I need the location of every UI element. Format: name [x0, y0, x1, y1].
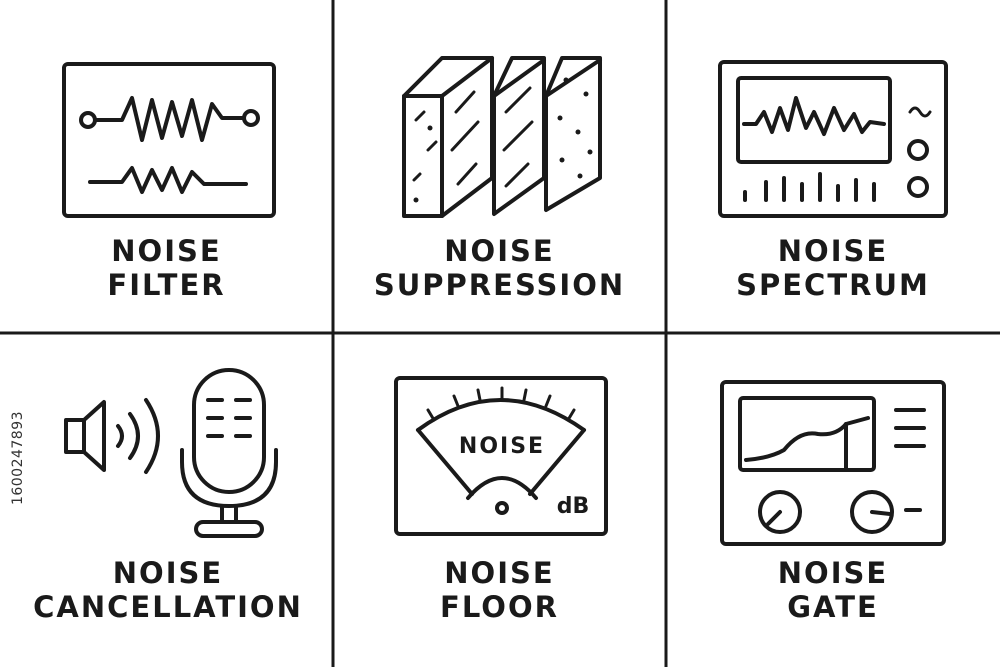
filter-waveform-icon	[62, 62, 276, 218]
microphone-speaker-icon	[64, 368, 278, 538]
caption-line-1: NOISE	[777, 234, 889, 268]
caption-line-2: GATE	[787, 590, 879, 624]
caption-line-2: FILTER	[107, 268, 226, 302]
gate-device-icon	[720, 380, 946, 546]
caption-line-2: CANCELLATION	[33, 590, 303, 624]
caption-line-1: NOISE	[444, 556, 555, 590]
db-meter-icon	[394, 376, 608, 536]
caption-line-1: NOISE	[777, 556, 889, 590]
tile-caption-cancellation: NOISE CANCELLATION	[18, 556, 318, 624]
stock-id-label: 1600247893	[6, 333, 30, 583]
caption-line-1: NOISE	[444, 234, 555, 268]
tile-caption-suppression: NOISE SUPPRESSION	[343, 234, 656, 302]
spectrum-analyzer-icon	[718, 60, 948, 218]
caption-line-2: SUPPRESSION	[373, 268, 626, 302]
caption-line-1: NOISE	[111, 234, 222, 268]
stock-id-text: 1600247893	[10, 410, 26, 506]
tile-caption-floor: NOISE FLOOR	[343, 556, 656, 624]
caption-line-2: FLOOR	[440, 590, 559, 624]
caption-line-1: NOISE	[112, 556, 224, 590]
tile-caption-filter: NOISE FILTER	[30, 234, 303, 302]
tile-caption-gate: NOISE GATE	[676, 556, 990, 624]
tile-caption-spectrum: NOISE SPECTRUM	[676, 234, 990, 302]
caption-line-2: SPECTRUM	[736, 268, 930, 302]
meter-label: NOISE	[458, 434, 546, 459]
meter-unit: dB	[556, 494, 590, 519]
acoustic-panels-icon	[402, 56, 602, 218]
